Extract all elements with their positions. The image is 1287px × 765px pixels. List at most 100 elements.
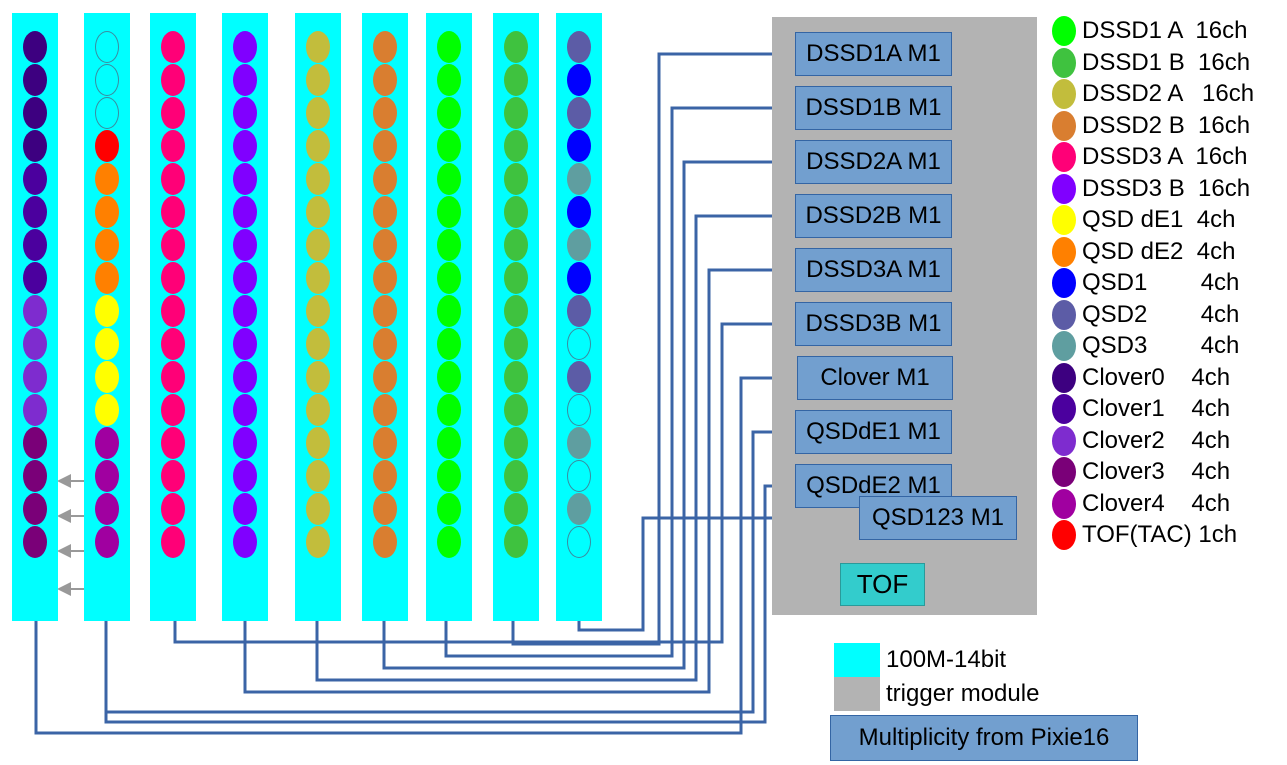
channel-dot [161,130,185,162]
channel-dot [95,262,119,294]
channel-dot [306,229,330,261]
mult-box-dssd2a: DSSD2A M1 [795,140,952,184]
grey-arrow-1-head [57,474,71,488]
legend-dot [1052,425,1076,456]
legend-dot [1052,268,1076,298]
channel-dot [306,328,330,360]
legend-label: DSSD2 A 16ch [1082,80,1255,107]
channel-dot [306,130,330,162]
wire-8 [34,376,797,735]
channel-dot [306,97,330,129]
channel-dot [233,295,257,327]
channel-dot [504,493,528,525]
legend-label: QSD1 4ch [1082,269,1240,296]
mult-box-clover: Clover M1 [797,356,953,400]
legend-label: DSSD3 A 16ch [1082,143,1248,170]
channel-dot [306,64,330,96]
grey-arrow-4-head [57,582,71,596]
legend-dot [1052,79,1076,109]
legend-label: DSSD1 A 16ch [1082,17,1248,44]
channel-dot [504,427,528,459]
module-1 [12,13,58,621]
channel-dot [504,130,528,162]
channel-dot [306,394,330,426]
channel-dot [161,196,185,228]
channel-dot [504,361,528,393]
channel-dot [504,163,528,195]
key-swatch-trigger [834,677,880,711]
legend-label: QSD2 4ch [1082,300,1240,328]
channel-dot [23,163,47,195]
channel-dot [373,493,397,525]
wire-6 [243,268,795,694]
channel-dot [437,394,461,426]
grey-arrow-3-head [57,544,71,558]
legend-dot [1052,520,1076,550]
channel-dot [233,526,257,558]
channel-dot [373,460,397,492]
legend-dot [1052,205,1076,235]
channel-dot [233,163,257,195]
channel-dot [161,427,185,459]
channel-dot [373,526,397,558]
wire-1 [577,516,859,632]
legend-dot [1052,299,1076,330]
channel-dot [161,163,185,195]
channel-dot [23,97,47,129]
channel-dot [23,394,47,426]
module-2 [84,13,130,621]
channel-dot [233,196,257,228]
channel-dot [567,328,591,360]
channel-dot [567,427,591,459]
channel-dot [567,64,591,96]
channel-dot [233,130,257,162]
channel-dot [373,130,397,162]
channel-dot [306,262,330,294]
legend-label: DSSD2 B 16ch [1082,111,1251,139]
channel-dot [23,130,47,162]
wire-3 [444,106,795,658]
legend-dot [1052,236,1076,267]
grey-arrow-2-head [57,509,71,523]
legend-label: QSD dE2 4ch [1082,237,1236,265]
channel-dot [233,97,257,129]
channel-dot [95,97,119,129]
channel-dot [373,196,397,228]
channel-dot [23,31,47,63]
channel-dot [437,427,461,459]
channel-dot [306,196,330,228]
channel-dot [95,328,119,360]
channel-dot [95,229,119,261]
channel-dot [306,427,330,459]
channel-dot [161,361,185,393]
key-label-trigger: trigger module [886,680,1040,707]
channel-dot [567,229,591,261]
channel-dot [161,460,185,492]
channel-dot [437,262,461,294]
channel-dot [437,229,461,261]
channel-dot [373,394,397,426]
tof-box: TOF [840,563,925,606]
channel-dot [23,427,47,459]
channel-dot [567,394,591,426]
channel-dot [306,31,330,63]
legend-label: Clover0 4ch [1082,363,1231,391]
channel-dot [23,229,47,261]
key-multiplicity-box: Multiplicity from Pixie16 [830,715,1138,761]
channel-dot [95,526,119,558]
module-7 [426,13,472,621]
channel-dot [23,262,47,294]
module-5 [295,13,341,621]
channel-dot [161,262,185,294]
legend-dot [1052,110,1076,141]
legend-label: DSSD3 B 16ch [1082,174,1251,202]
channel-dot [233,328,257,360]
channel-dot [306,163,330,195]
channel-dot [95,295,119,327]
channel-dot [95,493,119,525]
legend-dot [1052,362,1076,393]
channel-dot [233,262,257,294]
channel-dot [373,163,397,195]
channel-dot [306,295,330,327]
channel-dot [567,526,591,558]
